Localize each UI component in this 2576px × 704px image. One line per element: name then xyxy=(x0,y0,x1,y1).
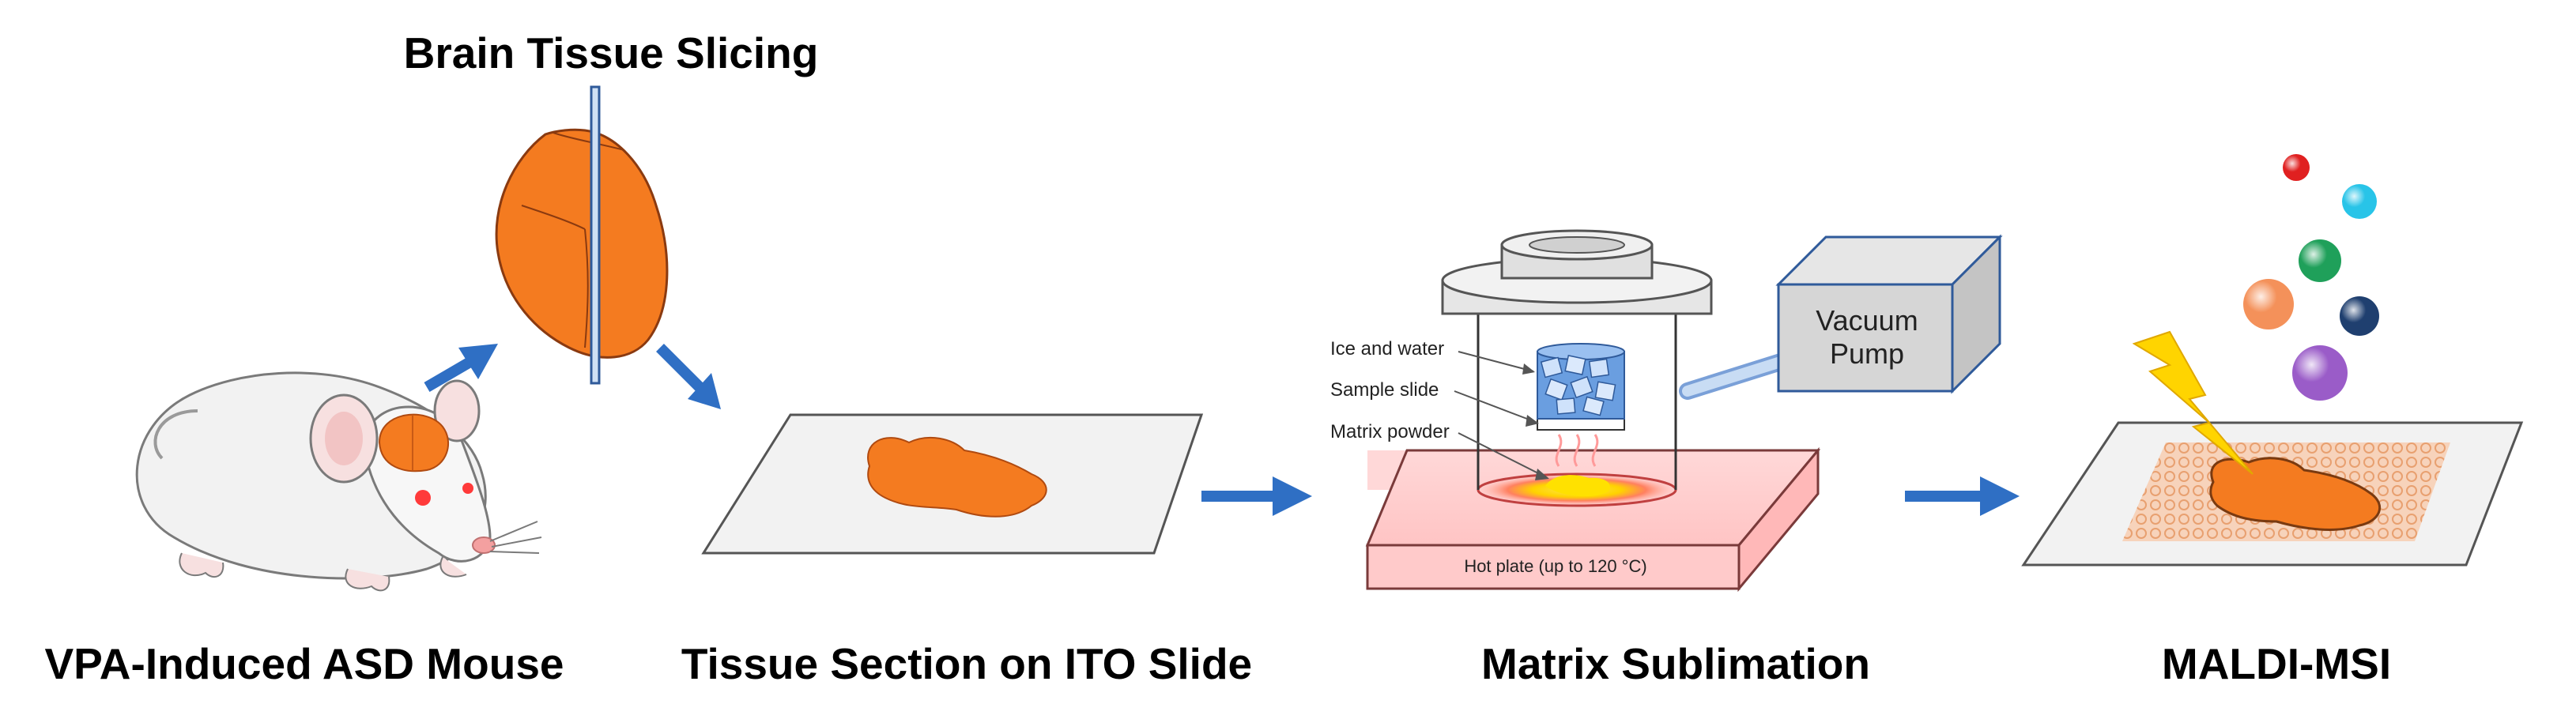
arrow-icon xyxy=(1905,476,2020,516)
ion-highlight xyxy=(2299,239,2341,282)
ion-highlight xyxy=(2342,184,2377,219)
step-label-sublimation: Matrix Sublimation xyxy=(1481,639,1870,688)
ice-cubes-icon xyxy=(1540,355,1616,416)
vacuum-pump-label: Vacuum Pump xyxy=(1816,304,1918,370)
arrow-icon xyxy=(424,344,498,393)
arrow-icon xyxy=(1201,476,1312,516)
mouse-icon xyxy=(135,371,542,592)
matrix-powder-label: Matrix powder xyxy=(1330,421,1450,442)
step-label-maldi: MALDI-MSI xyxy=(2161,639,2392,688)
arrow-icon xyxy=(656,344,721,409)
maldi-slide-icon xyxy=(2021,421,2524,567)
ion-highlight xyxy=(2340,296,2379,336)
ion-highlight xyxy=(2283,154,2310,181)
step-label-tissue-section: Tissue Section on ITO Slide xyxy=(681,639,1253,688)
ion-highlight xyxy=(2292,345,2348,401)
hot-plate-label: Hot plate (up to 120 °C) xyxy=(1464,556,1647,576)
sample-slide-label: Sample slide xyxy=(1330,379,1439,401)
ion-particles xyxy=(2243,154,2379,401)
brain-icon xyxy=(495,128,669,359)
diagram-title: Brain Tissue Slicing xyxy=(403,28,819,77)
ice-water-label: Ice and water xyxy=(1330,338,1445,360)
ion-highlight xyxy=(2243,279,2294,329)
sublimation-apparatus xyxy=(1365,229,2003,593)
step-label-mouse: VPA-Induced ASD Mouse xyxy=(44,639,564,688)
slicing-blade-icon xyxy=(590,85,601,385)
laser-lightning-icon xyxy=(2132,330,2254,475)
tissue-section-icon xyxy=(867,436,1047,518)
